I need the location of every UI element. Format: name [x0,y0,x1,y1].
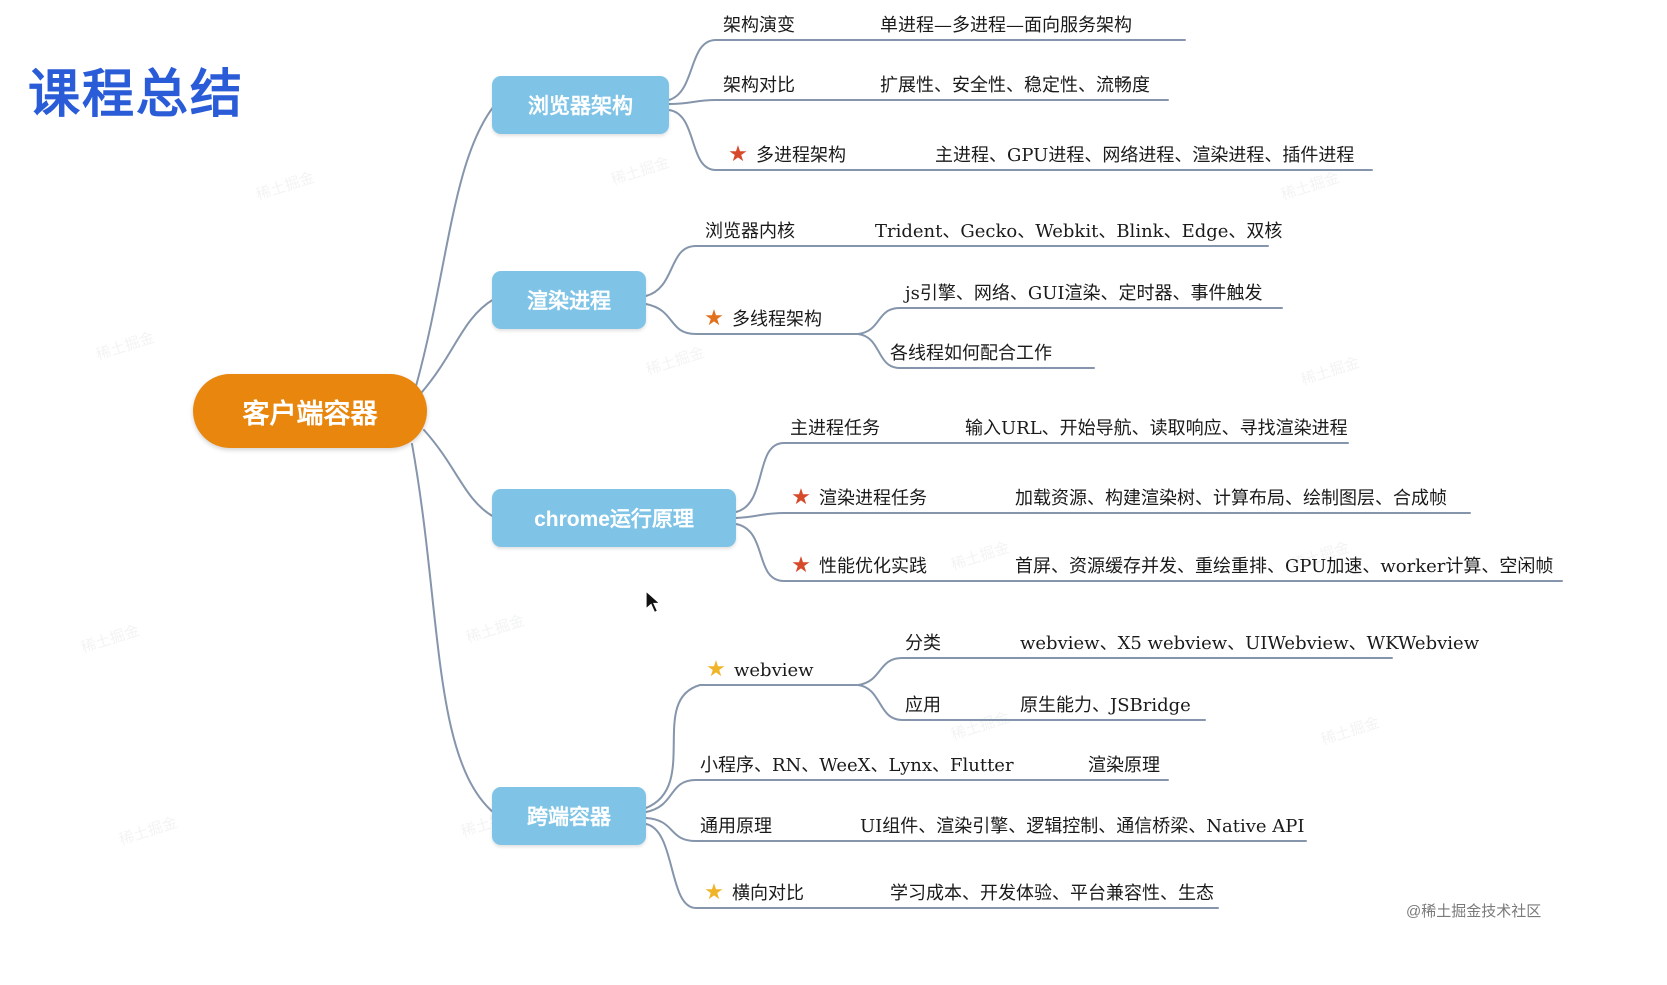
leaf-label[interactable]: 多线程架构 [732,309,822,330]
leaf-value[interactable]: 单进程—多进程—面向服务架构 [880,15,1132,36]
leaf-value[interactable]: 输入URL、开始导航、读取响应、寻找渲染进程 [965,418,1348,439]
star-icon: ★ [704,305,724,330]
leaf-value[interactable]: 主进程、GPU进程、网络进程、渲染进程、插件进程 [935,145,1355,166]
leaf-label[interactable]: 多进程架构 [756,145,846,166]
leaf-value[interactable]: Trident、Gecko、Webkit、Blink、Edge、双核 [875,221,1283,242]
page-title: 课程总结 [28,66,245,124]
leaf-value[interactable]: 首屏、资源缓存并发、重绘重排、GPU加速、worker计算、空闲帧 [1015,556,1554,577]
leaf-label[interactable]: 浏览器内核 [705,221,795,242]
watermark: 稀土掘金 [1299,354,1362,389]
watermark: 稀土掘金 [94,329,157,364]
star-icon: ★ [791,484,811,509]
watermark: 稀土掘金 [79,622,142,657]
leaf-value[interactable]: js引擎、网络、GUI渲染、定时器、事件触发 [905,283,1263,304]
branch-node-render-process[interactable]: 渲染进程 [492,271,646,329]
leaf-label[interactable]: 性能优化实践 [819,556,927,577]
watermark: 稀土掘金 [117,814,180,849]
star-icon: ★ [728,141,748,166]
leaf-label[interactable]: 架构演变 [723,15,795,36]
leaf-value[interactable]: 扩展性、安全性、稳定性、流畅度 [880,75,1150,96]
watermark: 稀土掘金 [949,539,1012,574]
leaf-label[interactable]: 架构对比 [723,75,795,96]
branch-node-browser-architecture[interactable]: 浏览器架构 [492,76,669,134]
star-icon: ★ [791,552,811,577]
star-icon: ★ [706,656,726,681]
branch-connectors [411,105,495,814]
mouse-cursor [645,590,662,614]
watermark: 稀土掘金 [254,169,317,204]
root-node[interactable]: 客户端容器 [193,374,427,448]
leaf-label[interactable]: 小程序、RN、WeeX、Lynx、Flutter [700,755,1014,776]
community-credit: @稀土掘金技术社区 [1406,903,1542,920]
leaf-value[interactable]: webview、X5 webview、UIWebview、WKWebview [1020,633,1480,654]
leaf-value[interactable]: 原生能力、JSBridge [1020,695,1191,716]
leaf-value[interactable]: UI组件、渲染引擎、逻辑控制、通信桥梁、Native API [860,816,1305,837]
leaf-value[interactable]: 各线程如何配合工作 [890,343,1052,364]
watermark: 稀土掘金 [1279,169,1342,204]
star-icon: ★ [704,879,724,904]
branch-node-chrome-principle[interactable]: chrome运行原理 [492,489,736,547]
watermark: 稀土掘金 [949,709,1012,744]
branch-node-cross-platform-container[interactable]: 跨端容器 [492,787,646,845]
leaf-value[interactable]: 渲染原理 [1088,755,1160,776]
leaf-label[interactable]: 渲染进程任务 [819,488,927,509]
leaf-label[interactable]: 主进程任务 [790,418,880,439]
watermark: 稀土掘金 [1319,714,1382,749]
leaf-label[interactable]: webview [734,660,814,681]
watermark: 稀土掘金 [609,154,672,189]
leaf-label[interactable]: 横向对比 [732,883,804,904]
leaf-label[interactable]: 通用原理 [700,816,772,837]
leaf-label[interactable]: 分类 [905,633,941,654]
leaf-value[interactable]: 学习成本、开发体验、平台兼容性、生态 [890,883,1214,904]
watermark: 稀土掘金 [644,344,707,379]
leaf-value[interactable]: 加载资源、构建渲染树、计算布局、绘制图层、合成帧 [1015,488,1447,509]
leaf-label[interactable]: 应用 [905,695,941,716]
watermark: 稀土掘金 [464,612,527,647]
